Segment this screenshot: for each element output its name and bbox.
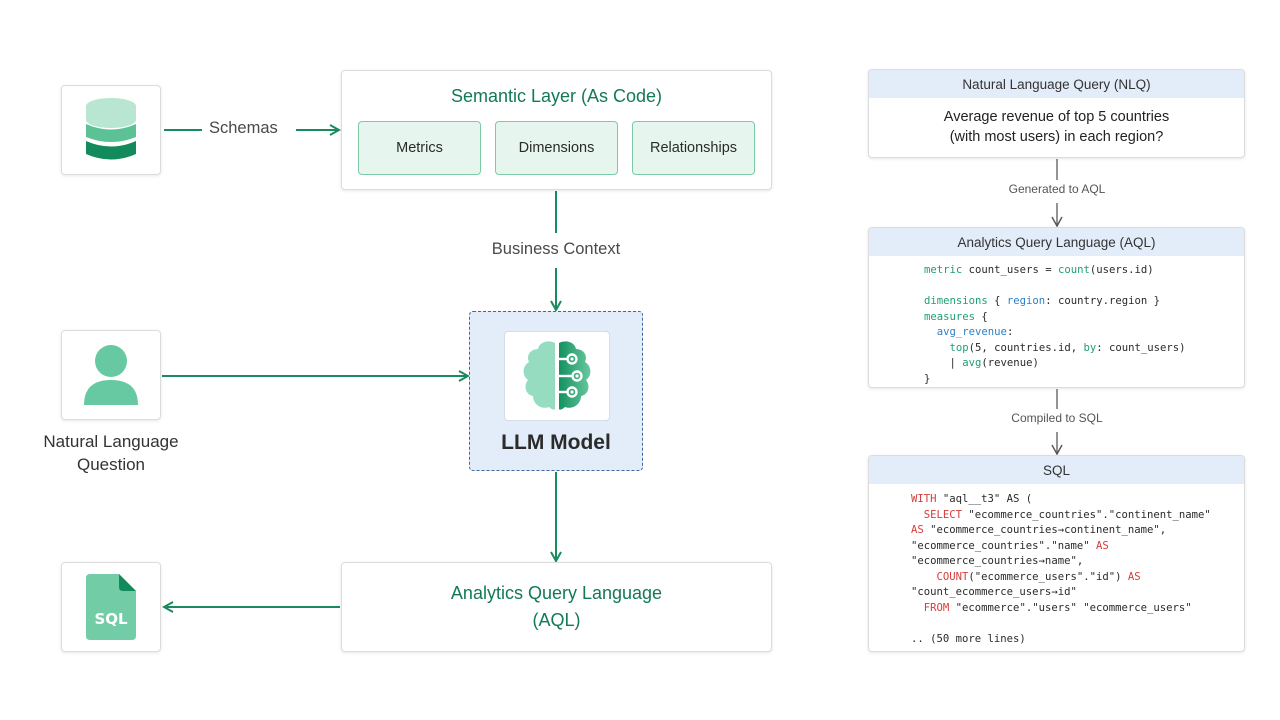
code-keyword: measures [924,310,976,323]
code-line: avg_revenue: [924,325,1186,341]
sql-code-block: WITH "aql__t3" AS ( SELECT "ecommerce_co… [911,492,1211,647]
semantic-item-relationships: Relationships [632,121,755,175]
aql-label-line1: Analytics Query Language [450,583,663,603]
code-line: dimensions { region: country.region } [924,294,1186,310]
question-caption-line1: Natural Language [43,432,179,451]
code-text: | [924,357,963,369]
code-keyword: region [1006,295,1046,307]
aql-node: Analytics Query Language (AQL) [341,562,772,652]
code-keyword: AS [1095,539,1109,552]
nlq-query-text: Average revenue of top 5 countries (with… [869,98,1244,147]
database-node [61,85,161,175]
code-line: measures { [924,310,1186,326]
generated-to-aql-label: Generated to AQL [977,182,1137,196]
code-text [924,326,937,338]
code-keyword: top [949,341,969,354]
semantic-layer-node: Semantic Layer (As Code) Metrics Dimensi… [341,70,772,190]
code-keyword: FROM [923,601,950,614]
aql-panel: Analytics Query Language (AQL) metric co… [868,227,1245,388]
code-keyword: avg [962,357,982,369]
nlq-query-line2: (with most users) in each region? [949,129,1164,145]
code-text: (revenue) [981,357,1039,369]
nlq-query-line1: Average revenue of top 5 countries [943,109,1170,125]
code-text [924,342,950,354]
code-text: (users.id) [1089,264,1154,276]
semantic-layer-title: Semantic Layer (As Code) [450,86,663,106]
sql-file-icon: SQL [86,574,136,640]
semantic-item-dimensions: Dimensions [495,121,618,175]
code-text: : [1006,326,1014,338]
question-caption-line2: Question [76,455,146,474]
code-text: (5, countries.id, [968,341,1084,354]
code-text: "ecommerce"."users" "ecommerce_users" [949,601,1192,614]
code-text: { [987,295,1007,307]
database-icon [86,98,136,160]
compiled-to-sql-label: Compiled to SQL [977,411,1137,425]
code-keyword: WITH [911,493,937,505]
code-text: ("ecommerce_users"."id") [968,570,1128,583]
code-keyword: AS [911,524,924,536]
code-line: SELECT "ecommerce_countries"."continent_… [911,508,1211,524]
aql-panel-header: Analytics Query Language (AQL) [869,228,1244,256]
llm-icon-frame [504,331,610,421]
nlq-panel: Natural Language Query (NLQ) Average rev… [868,69,1245,158]
code-keyword: metric [924,264,963,276]
code-text: count_users = [962,264,1058,276]
code-keyword: count [1057,264,1090,276]
code-line: top(5, countries.id, by: count_users) [924,341,1186,357]
code-line: "ecommerce_countries→name", [911,554,1211,570]
user-icon [84,345,138,405]
code-keyword: AS [1127,570,1141,583]
code-line: WITH "aql__t3" AS ( [911,492,1211,508]
sql-file-icon-text: SQL [94,610,128,628]
code-line: | avg(revenue) [924,356,1186,372]
code-line: "ecommerce_countries"."name" AS [911,539,1211,555]
aql-code-block: metric count_users = count(users.id) dim… [924,263,1186,387]
code-text: { [975,310,988,323]
code-line [911,616,1211,632]
aql-label-line2: (AQL) [532,610,581,630]
code-line: .. (50 more lines) [911,632,1211,648]
sql-panel-header: SQL [869,456,1244,484]
code-text: "ecommerce_countries→name", [911,555,1084,567]
code-line: FROM "ecommerce"."users" "ecommerce_user… [911,601,1211,617]
code-line [924,279,1186,295]
code-text [911,602,924,614]
code-text: .. (50 more lines) [911,632,1026,645]
sql-panel: SQL WITH "aql__t3" AS ( SELECT "ecommerc… [868,455,1245,652]
code-keyword: by [1083,341,1097,354]
nlq-panel-header: Natural Language Query (NLQ) [869,70,1244,98]
code-text: "ecommerce_countries→continent_name", [923,524,1167,536]
question-caption: Natural Language Question [20,430,202,476]
code-text: : count_users) [1096,341,1186,354]
brain-circuit-icon [523,341,591,410]
code-text: "ecommerce_countries"."continent_name" [962,508,1211,521]
code-line: metric count_users = count(users.id) [924,263,1186,279]
schemas-label: Schemas [205,119,282,138]
question-node [61,330,161,420]
code-keyword: COUNT [936,570,969,583]
code-keyword: SELECT [923,508,963,521]
code-line: COUNT("ecommerce_users"."id") AS [911,570,1211,586]
code-text: } [924,372,931,385]
code-text: "count_ecommerce_users→id" [911,586,1077,598]
code-text: "aql__t3" AS ( [936,493,1033,505]
sql-output-node: SQL [61,562,161,652]
code-text [911,571,937,583]
business-context-label: Business Context [478,238,634,261]
llm-node: LLM Model [469,311,643,471]
code-text [911,509,924,521]
code-text: "ecommerce_countries"."name" [911,539,1096,552]
code-keyword: avg_revenue [936,326,1007,338]
code-keyword: dimensions [924,295,988,307]
semantic-item-metrics: Metrics [358,121,481,175]
llm-label: LLM Model [501,431,611,454]
code-line: "count_ecommerce_users→id" [911,585,1211,601]
code-line: AS "ecommerce_countries→continent_name", [911,523,1211,539]
code-line: } [924,372,1186,388]
code-text: : country.region } [1045,295,1161,307]
